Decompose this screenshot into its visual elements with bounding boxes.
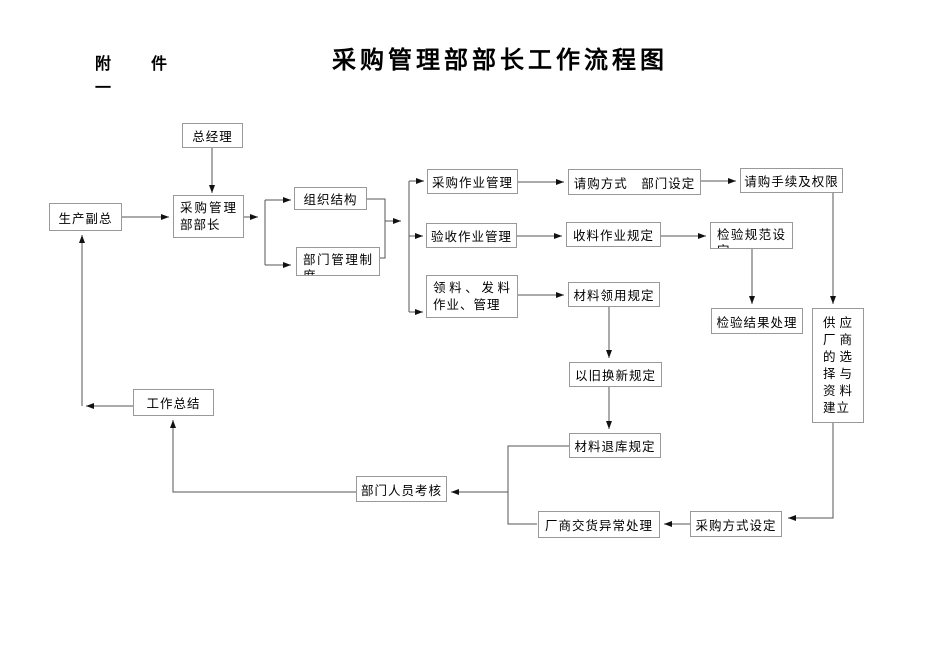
flow-node-old-for-new-rules: 以旧换新规定 <box>569 362 662 387</box>
flow-node-material-requisition-rules: 材料领用规定 <box>568 282 660 307</box>
flow-node-vendor-delivery-exception: 厂商交货异常处理 <box>538 511 660 538</box>
flow-node-inspection-operation-mgmt: 验收作业管理 <box>426 223 517 248</box>
flow-node-production-vp: 生产副总 <box>49 203 122 231</box>
flow-node-general-manager: 总经理 <box>182 123 243 148</box>
flow-node-requisition-method-dept-setting: 请购方式 部门设定 <box>568 169 701 195</box>
attachment-number: 一 <box>95 82 112 91</box>
flow-node-purchasing-dept-director: 采购管理部部长 <box>173 195 244 238</box>
flow-node-dept-management-system: 部门管理制度 <box>296 247 380 276</box>
flow-node-dept-personnel-assessment: 部门人员考核 <box>356 476 447 502</box>
flow-node-material-receiving-rules: 收料作业规定 <box>566 222 661 247</box>
flow-node-org-structure: 组织结构 <box>294 187 367 210</box>
page-title: 采购管理部部长工作流程图 <box>332 48 668 74</box>
flow-node-material-return-rules: 材料退库规定 <box>569 433 661 458</box>
flow-node-requisition-procedures-authority: 请购手续及权限 <box>740 168 843 193</box>
flow-node-purchasing-operation-mgmt: 采购作业管理 <box>427 169 518 194</box>
flow-node-supplier-selection: 供应厂商的选择与资料建立 <box>812 308 864 423</box>
flow-node-material-issue-operation-mgmt: 领料、发料作业、管理 <box>426 275 518 318</box>
attachment-label: 附 件 <box>95 56 180 73</box>
flow-node-purchasing-method-setting: 采购方式设定 <box>690 511 782 537</box>
flow-node-inspection-result-handling: 检验结果处理 <box>711 308 803 334</box>
flow-node-work-summary: 工作总结 <box>133 389 214 416</box>
flow-node-inspection-standard-setting: 检验规范设定 <box>710 222 793 249</box>
